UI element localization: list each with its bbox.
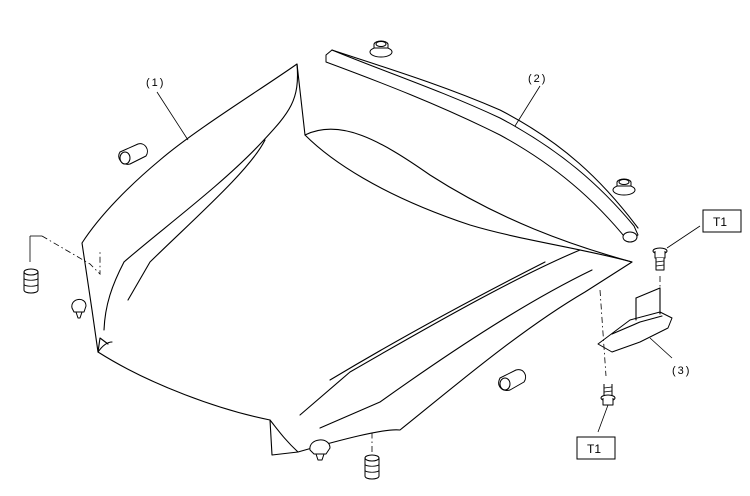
hood-panel — [81, 63, 633, 456]
torque-box-upper: T1 — [702, 209, 742, 233]
torque-box-lower: T1 — [576, 436, 616, 460]
hood-bumper-left — [118, 143, 148, 165]
striker-bolt-upper — [652, 247, 668, 271]
hood-cushion-left — [23, 268, 39, 294]
callout-hood: (1) — [146, 77, 165, 89]
hood-striker — [597, 287, 673, 353]
torque-label-lower: T1 — [587, 442, 601, 456]
hood-seal — [325, 49, 639, 243]
seal-clip-right — [612, 178, 636, 196]
center-lines — [29, 235, 661, 452]
callout-seal: (2) — [528, 73, 547, 85]
callout-striker: (3) — [672, 365, 691, 377]
striker-bolt-lower — [600, 384, 616, 406]
leader-lines — [156, 85, 701, 433]
torque-label-upper: T1 — [713, 215, 727, 229]
seal-clip-top — [369, 40, 393, 58]
hood-clip-bottom — [309, 439, 331, 461]
hood-clip-left — [71, 299, 87, 319]
hood-cushion-bottom — [364, 454, 380, 480]
hood-bumper-right — [498, 369, 527, 391]
